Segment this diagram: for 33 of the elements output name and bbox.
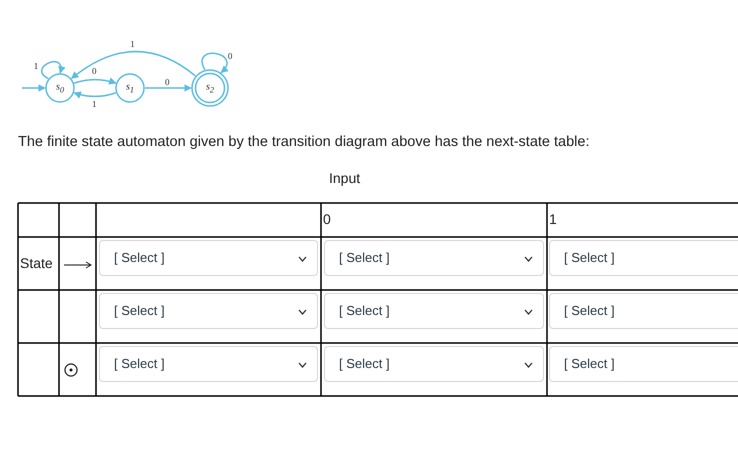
column-heading: Input: [329, 170, 360, 186]
state-circle: [45, 73, 75, 103]
edge-label: 1: [32, 61, 40, 72]
edge-label: 0: [91, 66, 98, 76]
question-text: The finite state automaton given by the transition diagram above has the next-state table:: [18, 134, 590, 150]
dropdown: [ Select ]: [99, 240, 318, 276]
dropdown: [ Select ]: [324, 346, 544, 382]
dropdown: [ Select ]: [99, 293, 318, 329]
column-heading: 0: [323, 211, 331, 227]
dropdown: [ Select ]: [324, 240, 544, 276]
state-label: s$_{1}$: [124, 82, 136, 94]
transition-arrow: [202, 52, 228, 74]
transition-arrow: [73, 91, 116, 98]
edge-label: 0: [226, 50, 234, 61]
edge-label: 1: [91, 99, 98, 110]
state-label: s$_{2}$: [204, 82, 216, 94]
dropdown: [ Select ]: [549, 346, 738, 382]
row-heading: State: [20, 255, 53, 271]
transition-arrow: [74, 78, 117, 85]
edge-label: 0: [164, 77, 170, 87]
edge-label: 1: [129, 38, 136, 49]
state-circle: [115, 73, 145, 103]
transition-arrow: [70, 50, 196, 80]
transition-arrow: [145, 84, 192, 92]
dropdown: [ Select ]: [99, 346, 318, 382]
column-heading: 1: [549, 211, 557, 227]
state-circle: [191, 69, 229, 107]
dropdown: [ Select ]: [549, 240, 738, 276]
state-label: s$_{0}$: [54, 82, 66, 94]
transition-arrow: [22, 84, 46, 92]
transition-arrow: [41, 60, 65, 80]
dropdown: [ Select ]: [549, 293, 738, 329]
dropdown: [ Select ]: [324, 293, 544, 329]
